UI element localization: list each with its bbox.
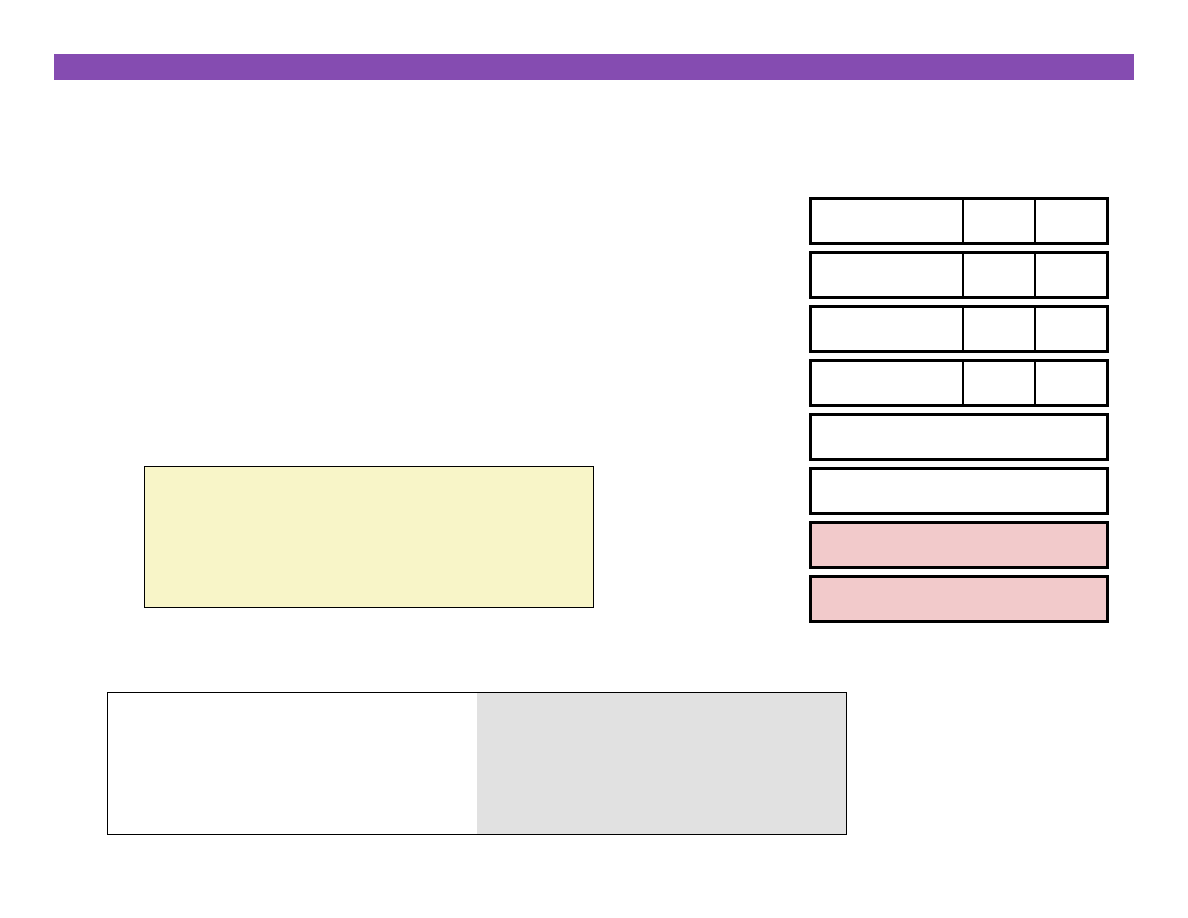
note-box: [144, 466, 594, 608]
side-row-4: [809, 359, 1109, 407]
side-row-4-cell-c: [1036, 362, 1106, 404]
side-row-3: [809, 305, 1109, 353]
side-row-4-cell-b: [964, 362, 1036, 404]
side-row-3-cell-c: [1036, 308, 1106, 350]
side-row-2-cell-b: [964, 254, 1036, 296]
side-row-2: [809, 251, 1109, 299]
header-bar: [54, 54, 1134, 80]
side-row-3-cell-b: [964, 308, 1036, 350]
side-row-7: [809, 521, 1109, 569]
side-row-2-cell-c: [1036, 254, 1106, 296]
side-row-1-cell-a: [812, 200, 964, 242]
side-row-1-cell-c: [1036, 200, 1106, 242]
bottom-left-cell: [108, 693, 477, 834]
side-row-2-cell-a: [812, 254, 964, 296]
bottom-right-cell: [477, 693, 846, 834]
side-row-5: [809, 413, 1109, 461]
side-row-1: [809, 197, 1109, 245]
bottom-box: [107, 692, 847, 835]
side-row-8: [809, 575, 1109, 623]
side-row-6: [809, 467, 1109, 515]
side-row-4-cell-a: [812, 362, 964, 404]
side-row-3-cell-a: [812, 308, 964, 350]
side-row-1-cell-b: [964, 200, 1036, 242]
